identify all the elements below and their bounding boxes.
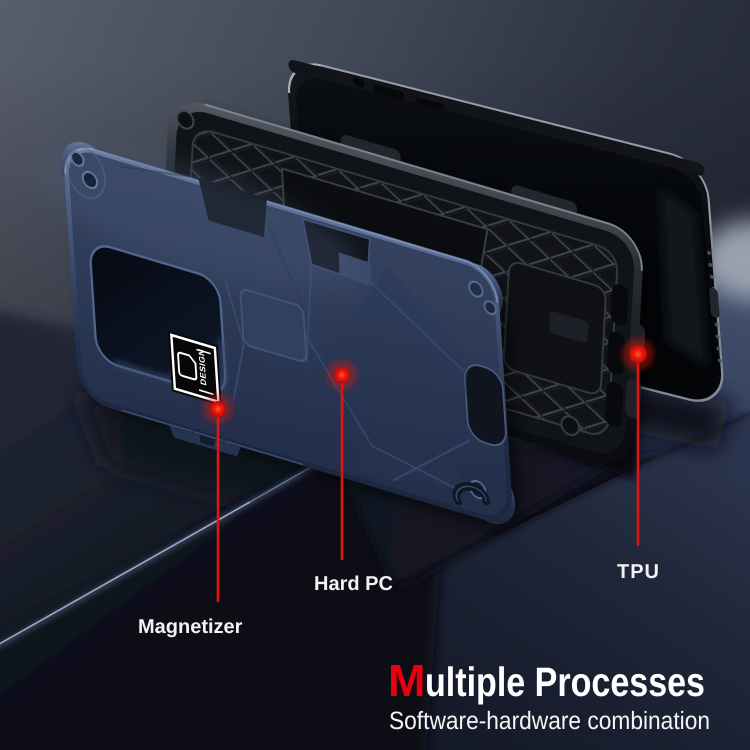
svg-text:Software-hardware combination: Software-hardware combination <box>389 707 710 735</box>
svg-text:Hard PC: Hard PC <box>314 573 393 595</box>
svg-text:Magnetizer: Magnetizer <box>138 616 243 638</box>
svg-text:TPU: TPU <box>617 561 660 583</box>
svg-text:M: M <box>388 655 426 706</box>
svg-text:DESIGN: DESIGN <box>196 347 208 386</box>
svg-text:ultiple Processes: ultiple Processes <box>425 659 705 705</box>
